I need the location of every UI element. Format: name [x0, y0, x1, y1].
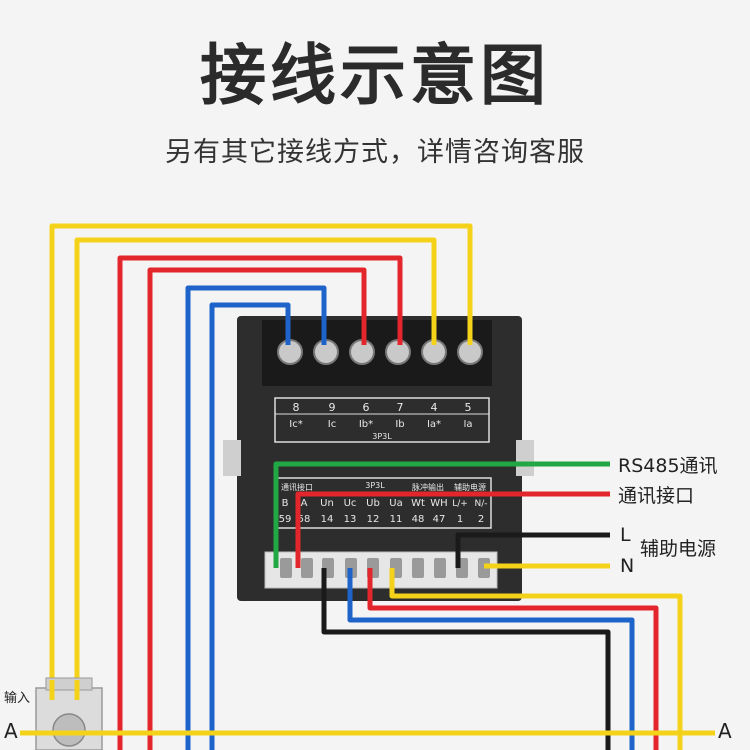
meter-body — [237, 316, 522, 601]
wire-red-ib — [117, 255, 403, 750]
comm-port-label: 通讯接口 — [618, 485, 694, 507]
wire-black-un — [321, 568, 611, 750]
top-terminal-label: Ia — [463, 419, 472, 430]
wire-red-ib-star — [147, 267, 367, 750]
l-label: L — [620, 524, 631, 546]
bottom-terminal-number: 48 — [412, 514, 425, 525]
bottom-screw — [280, 558, 292, 578]
bottom-terminal-number: 2 — [478, 514, 484, 525]
bottom-group-label: 脉冲输出 — [412, 482, 444, 492]
line-label-left: A — [4, 719, 18, 743]
page-subtitle: 另有其它接线方式，详情咨询客服 — [165, 137, 585, 168]
bottom-terminal-label: B — [282, 498, 289, 509]
bottom-terminal-number: 11 — [390, 514, 403, 525]
bottom-terminal-label: Ub — [366, 498, 380, 509]
wire-red-comm — [295, 491, 610, 568]
top-terminal-number: 5 — [465, 401, 472, 414]
left-mount-clip — [223, 440, 241, 476]
bottom-group-label: 通讯接口 — [281, 482, 313, 492]
bottom-terminal-label: Wt — [411, 498, 425, 509]
wire-blue-uc — [347, 568, 635, 750]
bottom-terminal-label: Ua — [389, 498, 402, 509]
bottom-screw — [412, 558, 424, 578]
top-terminal-number: 9 — [329, 401, 336, 414]
top-terminal-label: Ic* — [289, 419, 302, 430]
top-terminal-label: Ib — [395, 419, 404, 430]
top-model-label: 3P3L — [372, 432, 392, 441]
wire-yellow-ia-star — [74, 237, 437, 750]
bottom-group-label: 辅助电源 — [454, 482, 486, 492]
n-label: N — [620, 555, 634, 577]
bottom-terminal-label: N/- — [474, 499, 487, 509]
top-terminal-number: 7 — [397, 401, 404, 414]
bottom-terminal-number: 58 — [298, 514, 311, 525]
top-terminal-label: Ib* — [359, 419, 373, 430]
bottom-terminal-number: 1 — [457, 514, 463, 525]
bottom-terminal-label: Un — [320, 498, 334, 509]
ct-input-label: 输入 — [4, 690, 30, 706]
wire-yellow-ua — [389, 568, 683, 750]
bottom-terminal-number: 59 — [279, 514, 292, 525]
bottom-screw — [301, 558, 313, 578]
top-terminal-label: Ia* — [427, 419, 441, 430]
top-terminal-number: 8 — [293, 401, 300, 414]
right-mount-clip — [516, 440, 534, 476]
bottom-terminal-number: 13 — [344, 514, 357, 525]
top-terminal-number: 6 — [363, 401, 370, 414]
bottom-terminal-label: L/+ — [452, 499, 468, 509]
rs485-label: RS485通讯 — [618, 455, 718, 477]
aux-power-label: 辅助电源 — [640, 538, 716, 560]
ct-top-terminals — [45, 677, 93, 691]
bottom-terminal-label: WH — [430, 498, 447, 509]
wire-red-ub — [367, 568, 659, 750]
wire-blue-ic — [185, 285, 327, 750]
bottom-group-label: 3P3L — [365, 481, 385, 490]
ct-core-hole — [52, 713, 86, 747]
wire-green-rs485 — [273, 461, 610, 568]
top-label-panel — [274, 397, 490, 443]
line-label-right: A — [718, 719, 732, 743]
bottom-terminal-number: 12 — [367, 514, 380, 525]
bottom-terminal-number: 47 — [433, 514, 446, 525]
bottom-terminal-label: Uc — [344, 498, 357, 509]
bottom-terminal-number: 14 — [321, 514, 334, 525]
bottom-terminal-label: A — [301, 498, 308, 509]
top-terminal-label: Ic — [328, 419, 336, 430]
top-terminal-screws — [277, 339, 483, 365]
wire-blue-ic-star — [209, 302, 291, 750]
bottom-screw — [434, 558, 446, 578]
page-title: 接线示意图 — [200, 37, 550, 114]
current-transformer — [35, 677, 103, 750]
wire-black-l — [455, 532, 610, 568]
top-terminal-number: 4 — [431, 401, 438, 414]
wire-yellow-ia — [49, 223, 473, 750]
